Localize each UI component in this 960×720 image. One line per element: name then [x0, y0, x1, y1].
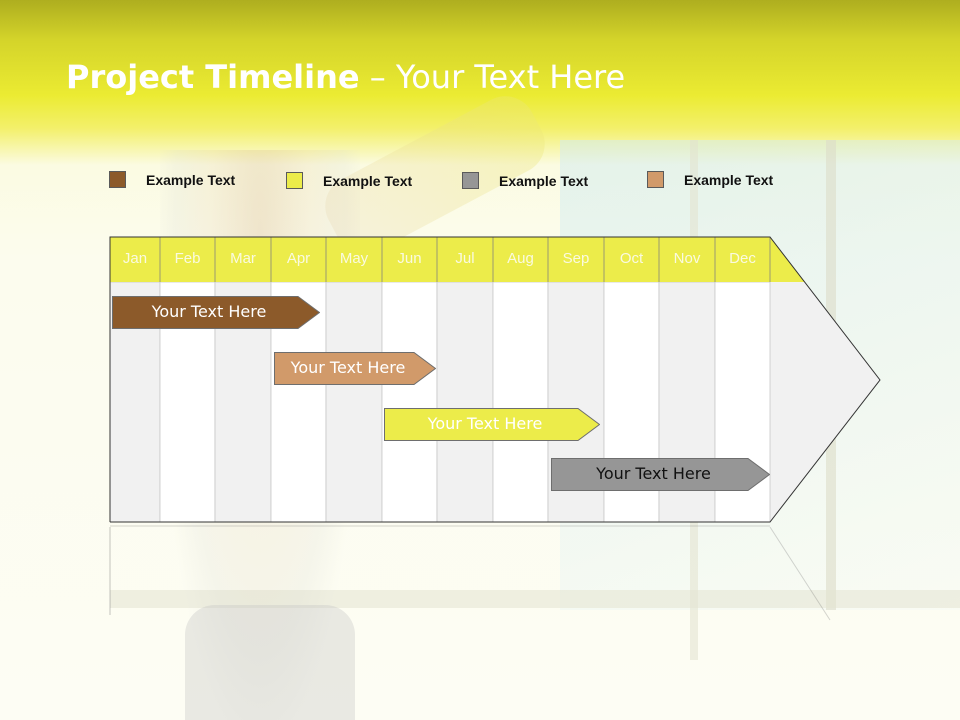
title-bold: Project Timeline	[66, 58, 360, 96]
timeline-arrow-body	[770, 237, 880, 522]
month-label-jun: Jun	[397, 250, 422, 267]
month-column-may	[325, 281, 383, 523]
timeline-reflection	[769, 526, 831, 621]
task-bar-label: Your Text Here	[290, 358, 406, 377]
month-label-jan: Jan	[122, 250, 148, 267]
background-window-frame	[690, 140, 698, 660]
month-label-aug: Aug	[507, 250, 534, 267]
task-bar-arrow	[112, 296, 320, 329]
task-bar-shape	[551, 458, 770, 491]
title-rest: – Your Text Here	[359, 58, 626, 96]
month-label-dec: Dec	[729, 250, 756, 267]
task-bar[interactable]: Your Text Here	[384, 408, 600, 441]
legend-label: Example Text	[684, 172, 774, 188]
background-window-frame	[826, 140, 836, 610]
background-window	[560, 140, 960, 610]
task-bar-arrow	[551, 458, 770, 491]
month-label-oct: Oct	[619, 250, 644, 267]
month-label-sep: Sep	[562, 250, 590, 267]
legend-label: Example Text	[499, 173, 589, 189]
task-bar-label: Your Text Here	[427, 414, 543, 433]
month-label-apr: Apr	[286, 250, 311, 267]
task-bar-label: Your Text Here	[151, 302, 267, 321]
background-window-sill	[110, 590, 960, 608]
task-bar-label: Your Text Here	[596, 464, 711, 483]
background-person	[160, 150, 360, 720]
task-bar-arrow	[274, 352, 436, 385]
task-bar[interactable]: Your Text Here	[112, 296, 320, 329]
month-label-nov: Nov	[673, 250, 701, 267]
legend-swatch	[286, 172, 303, 189]
legend-label: Example Text	[323, 173, 413, 189]
legend-swatch	[109, 171, 126, 188]
task-bar[interactable]: Your Text Here	[551, 458, 770, 491]
month-column-aug	[492, 281, 549, 523]
slide-title[interactable]: Project Timeline – Your Text Here	[66, 58, 625, 96]
month-label-feb: Feb	[174, 250, 201, 267]
legend-swatch	[647, 171, 664, 188]
legend-label: Example Text	[146, 172, 236, 188]
task-bar[interactable]: Your Text Here	[274, 352, 436, 385]
background-jeans	[185, 605, 355, 720]
month-label-mar: Mar	[230, 250, 256, 267]
task-bar-shape	[274, 352, 436, 385]
legend-swatch	[462, 172, 479, 189]
month-label-jul: Jul	[455, 250, 475, 267]
month-label-may: May	[339, 250, 369, 267]
task-bar-arrow	[384, 408, 600, 441]
task-bar-shape	[112, 296, 320, 329]
task-bar-shape	[384, 408, 600, 441]
month-column-jun	[381, 281, 438, 523]
month-column-jul	[436, 281, 494, 523]
